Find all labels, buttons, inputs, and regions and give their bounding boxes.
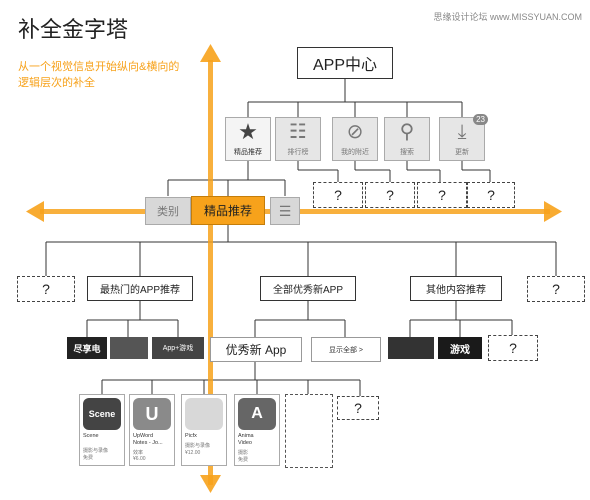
app-card: A Anima Video 摄影 免费: [234, 394, 280, 466]
placeholder-node: ?: [313, 182, 363, 208]
featured-new-app-title: 优秀新 App: [225, 343, 287, 357]
category-tab: 类别: [145, 197, 191, 225]
download-icon: ⤓: [457, 121, 467, 143]
placeholder-node: ?: [417, 182, 467, 208]
app-card: U UpWord Notes - Jo... 效率 ¥6.00: [129, 394, 175, 466]
tab-search: ⚲ 搜索: [384, 117, 430, 161]
placeholder-node: ?: [17, 276, 75, 302]
app-name: Picfx: [185, 433, 197, 439]
tab-label: 更新: [455, 149, 469, 156]
tab-label: 搜索: [400, 149, 414, 156]
app-name: Anima Video: [238, 433, 254, 446]
tab-label: 我的附近: [341, 149, 369, 156]
tab-label: 排行榜: [287, 149, 309, 156]
app-logo: A: [238, 398, 276, 430]
category-label: 类别: [157, 206, 179, 218]
app-category: 摄影与录像: [185, 443, 211, 449]
other-content-node: 其他内容推荐: [410, 276, 502, 301]
show-all-label: 显示全部 >: [328, 346, 364, 354]
hot-apps-node: 最热门的APP推荐: [87, 276, 193, 301]
app-category: 摄影与录像: [83, 448, 109, 454]
featured-new-app-header: 优秀新 App: [210, 337, 302, 362]
compass-icon: ⊘: [346, 121, 364, 143]
promo-banner-label: 尽享电: [73, 343, 101, 354]
placeholder-node: ?: [527, 276, 585, 302]
app-center-node: APP中心: [297, 47, 393, 79]
page-title: 补全金字塔: [18, 17, 129, 42]
watermark: 思缘设计论坛 www.MISSYUAN.COM: [433, 12, 582, 22]
promo-banner: [388, 337, 434, 359]
search-icon: ⚲: [399, 121, 415, 143]
all-new-apps-node: 全部优秀新APP: [260, 276, 356, 301]
app-price: 免费: [83, 455, 94, 461]
subtitle-line1: 从一个视觉信息开始纵向&横向的: [18, 61, 180, 73]
promo-banner: 游戏: [438, 337, 482, 359]
app-logo: Scene: [83, 398, 121, 430]
placeholder-node: ?: [467, 182, 515, 208]
app-price: 免费: [238, 457, 249, 463]
promo-banner-label: 游戏: [450, 344, 470, 356]
promo-banner: App+游戏: [152, 337, 204, 359]
featured-label: 精品推荐: [203, 204, 252, 218]
app-category: 摄影: [238, 450, 249, 456]
app-card: Scene Scene 摄影与录像 免费: [79, 394, 125, 466]
app-price: ¥12.00: [185, 450, 201, 456]
empty-app-card: [285, 394, 333, 468]
show-all-button: 显示全部 >: [311, 337, 381, 362]
tab-nearby: ⊘ 我的附近: [332, 117, 378, 161]
tab-label: 精品推荐: [234, 149, 262, 156]
app-category: 效率: [133, 450, 144, 456]
promo-banner-label: App+游戏: [162, 345, 194, 352]
tab-featured: ★ 精品推荐: [225, 117, 271, 161]
app-price: ¥6.00: [133, 456, 146, 462]
featured-node: 精品推荐: [191, 196, 265, 225]
app-card: Picfx 摄影与录像 ¥12.00: [181, 394, 227, 466]
star-icon: ★: [238, 119, 258, 144]
app-name: UpWord Notes - Jo...: [133, 433, 163, 446]
tab-ranking: ☷ 排行榜: [275, 117, 321, 161]
placeholder-node: ?: [337, 396, 379, 420]
list-view-tab: ☰: [270, 197, 300, 225]
app-logo: U: [133, 398, 171, 430]
tab-updates: ⤓ 更新 23: [439, 114, 488, 161]
placeholder-node: ?: [488, 335, 538, 361]
app-logo: [185, 398, 223, 430]
placeholder-node: ?: [365, 182, 415, 208]
update-badge: 23: [473, 114, 488, 125]
subtitle-line2: 逻辑层次的补全: [18, 77, 95, 89]
promo-banner: [110, 337, 148, 359]
app-name: Scene: [83, 433, 99, 439]
promo-banner: 尽享电: [67, 337, 107, 359]
list-icon: ☷: [289, 121, 307, 143]
list-icon: ☰: [278, 202, 292, 219]
